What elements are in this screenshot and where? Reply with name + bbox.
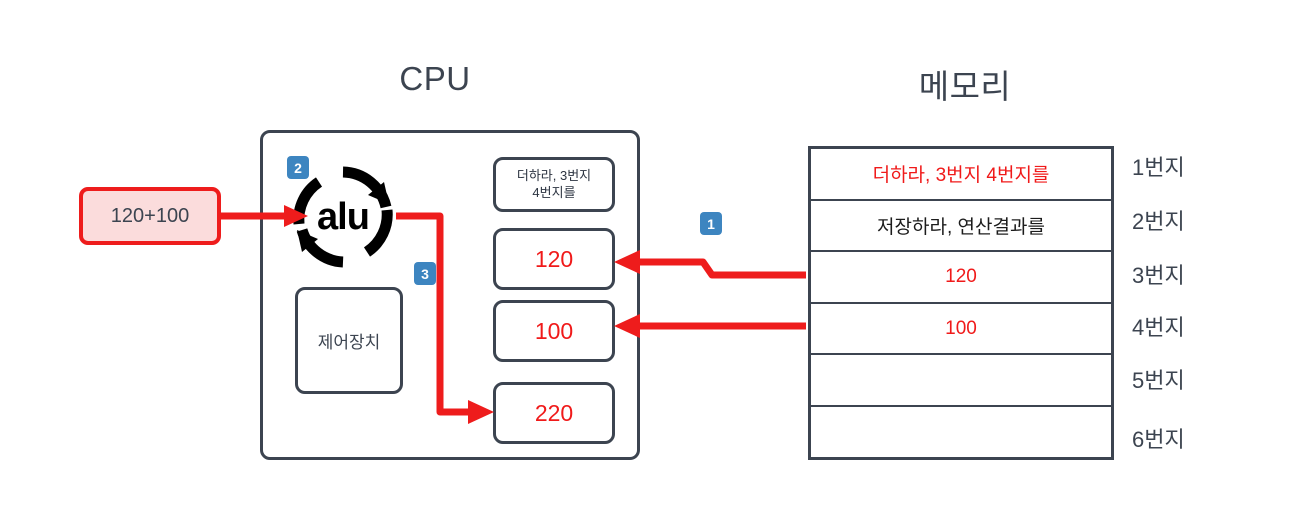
arrow-memory4-to-register-b [614, 314, 806, 338]
operand-register-a-value: 120 [534, 245, 574, 272]
instruction-register-box: 더하라, 3번지 4번지를 [493, 157, 615, 212]
memory-address-label-2: 2번지 [1132, 209, 1185, 234]
cpu-section-title: CPU [399, 60, 471, 97]
memory-cell-value: 120 [945, 265, 977, 287]
control-unit-label: 제어장치 [317, 333, 381, 352]
step-badge-1: 1 [700, 212, 722, 235]
memory-cell-value: 저장하라, 연산결과를 [877, 216, 1045, 238]
memory-section-title: 메모리 [918, 68, 1012, 105]
operand-register-b-value: 100 [534, 317, 574, 344]
alu-label: alu [317, 196, 370, 238]
input-expression-box: 120+100 [79, 187, 221, 245]
memory-address-label-4: 4번지 [1132, 315, 1185, 340]
step-badge-2: 2 [287, 156, 309, 179]
memory-row: 120 [811, 252, 1111, 304]
memory-table: 더하라, 3번지 4번지를 저장하라, 연산결과를 120 100 [808, 146, 1114, 460]
step-badge-3: 3 [414, 262, 436, 285]
step-badge-3-label: 3 [421, 265, 429, 282]
operand-register-b-box: 100 [493, 300, 615, 362]
operand-register-a-box: 120 [493, 228, 615, 290]
result-register-value: 220 [534, 399, 574, 426]
memory-address-label-3: 3번지 [1132, 263, 1185, 288]
memory-row: 저장하라, 연산결과를 [811, 201, 1111, 253]
step-badge-2-label: 2 [294, 159, 302, 176]
memory-address-label-6: 6번지 [1132, 427, 1185, 452]
memory-row [811, 355, 1111, 407]
memory-cell-value: 더하라, 3번지 4번지를 [872, 165, 1050, 187]
arrow-memory3-to-register-a [614, 250, 806, 279]
memory-cell-value: 100 [945, 317, 977, 339]
memory-address-label-5: 5번지 [1132, 368, 1185, 393]
instruction-register-line1: 더하라, 3번지 [516, 168, 592, 184]
memory-address-label-1: 1번지 [1132, 155, 1185, 180]
memory-row: 100 [811, 304, 1111, 356]
control-unit-box: 제어장치 [295, 287, 403, 394]
memory-row [811, 407, 1111, 459]
alu-cycle-icon: alu [288, 162, 398, 272]
instruction-register-line2: 4번지를 [532, 184, 576, 200]
result-register-box: 220 [493, 382, 615, 444]
step-badge-1-label: 1 [707, 215, 715, 232]
memory-row: 더하라, 3번지 4번지를 [811, 149, 1111, 201]
input-expression-label: 120+100 [110, 204, 190, 227]
